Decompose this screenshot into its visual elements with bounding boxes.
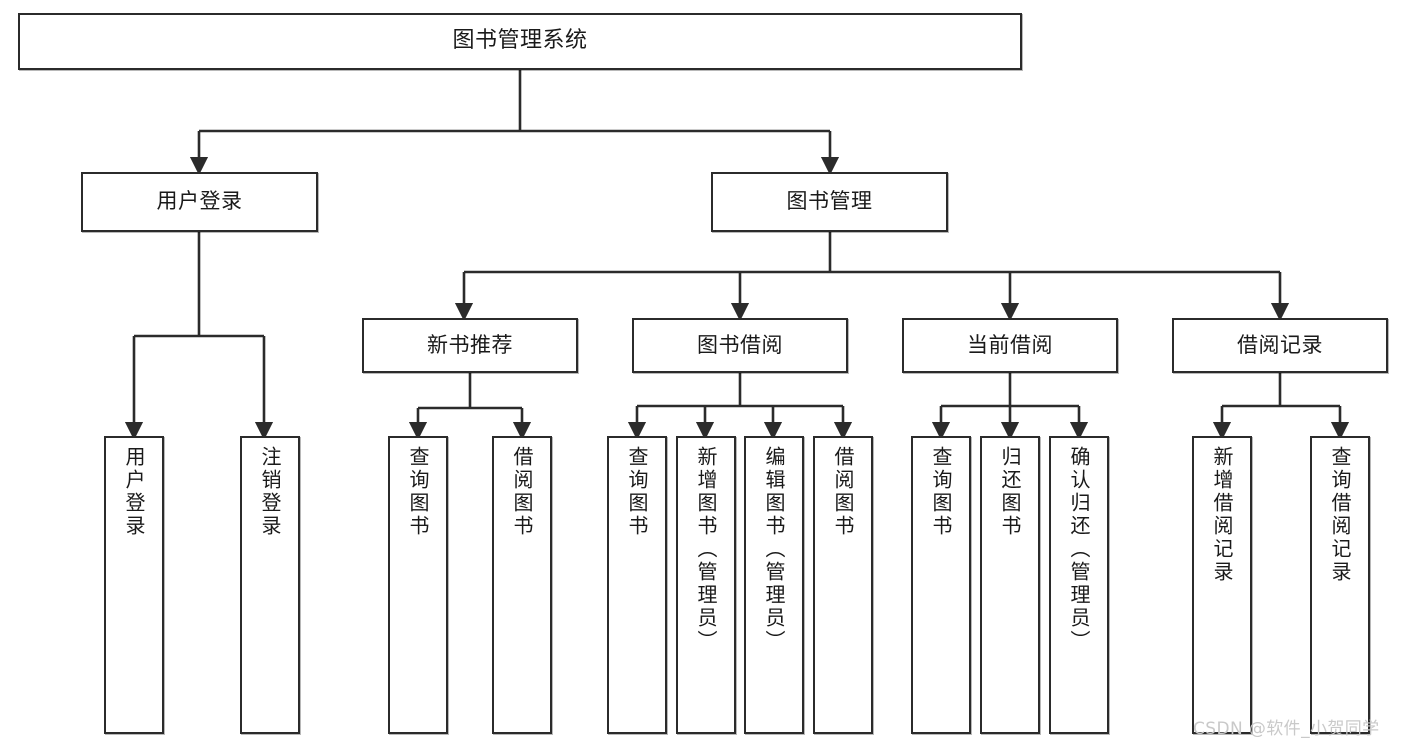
node-label: 新增图书（管理员） bbox=[694, 446, 718, 653]
node-label: 图书借阅 bbox=[697, 332, 783, 357]
node-label: 查询图书 bbox=[625, 446, 649, 538]
node-book-manage[interactable]: 图书管理 bbox=[711, 172, 948, 232]
node-label: 用户登录 bbox=[156, 189, 243, 214]
node-leaf-query-book-recommend[interactable]: 查询图书 bbox=[388, 436, 448, 734]
csdn-watermark: CSDN @软件_小贺同学 bbox=[1193, 719, 1380, 739]
node-borrow-record[interactable]: 借阅记录 bbox=[1172, 318, 1388, 373]
node-label: 查询借阅记录 bbox=[1328, 446, 1352, 584]
node-label: 编辑图书（管理员） bbox=[762, 446, 786, 653]
node-root-book-management-system[interactable]: 图书管理系统 bbox=[18, 13, 1022, 70]
node-leaf-query-book-current[interactable]: 查询图书 bbox=[911, 436, 971, 734]
node-label: 查询图书 bbox=[929, 446, 953, 538]
node-leaf-user-logout[interactable]: 注销登录 bbox=[240, 436, 300, 734]
node-leaf-return-book[interactable]: 归还图书 bbox=[980, 436, 1040, 734]
node-label: 注销登录 bbox=[258, 446, 282, 538]
node-leaf-add-book[interactable]: 新增图书（管理员） bbox=[676, 436, 736, 734]
node-label: 归还图书 bbox=[998, 446, 1022, 538]
node-label: 新增借阅记录 bbox=[1210, 446, 1234, 584]
node-label: 图书管理 bbox=[786, 189, 873, 214]
node-leaf-borrow-book[interactable]: 借阅图书 bbox=[813, 436, 873, 734]
node-label: 查询图书 bbox=[406, 446, 430, 538]
node-label: 图书管理系统 bbox=[452, 28, 588, 54]
node-user-login[interactable]: 用户登录 bbox=[81, 172, 318, 232]
node-label: 当前借阅 bbox=[967, 332, 1053, 357]
node-book-borrow[interactable]: 图书借阅 bbox=[632, 318, 848, 373]
node-label: 借阅记录 bbox=[1237, 332, 1323, 357]
node-leaf-query-book-borrow[interactable]: 查询图书 bbox=[607, 436, 667, 734]
node-current-borrow[interactable]: 当前借阅 bbox=[902, 318, 1118, 373]
node-leaf-user-login[interactable]: 用户登录 bbox=[104, 436, 164, 734]
node-leaf-borrow-book-recommend[interactable]: 借阅图书 bbox=[492, 436, 552, 734]
node-label: 借阅图书 bbox=[510, 446, 534, 538]
node-new-book-recommend[interactable]: 新书推荐 bbox=[362, 318, 578, 373]
node-leaf-add-borrow-record[interactable]: 新增借阅记录 bbox=[1192, 436, 1252, 734]
node-label: 用户登录 bbox=[122, 446, 146, 538]
node-leaf-edit-book[interactable]: 编辑图书（管理员） bbox=[744, 436, 804, 734]
node-label: 确认归还（管理员） bbox=[1067, 446, 1091, 653]
node-label: 新书推荐 bbox=[427, 332, 513, 357]
node-label: 借阅图书 bbox=[831, 446, 855, 538]
node-leaf-query-borrow-record[interactable]: 查询借阅记录 bbox=[1310, 436, 1370, 734]
node-leaf-confirm-return[interactable]: 确认归还（管理员） bbox=[1049, 436, 1109, 734]
